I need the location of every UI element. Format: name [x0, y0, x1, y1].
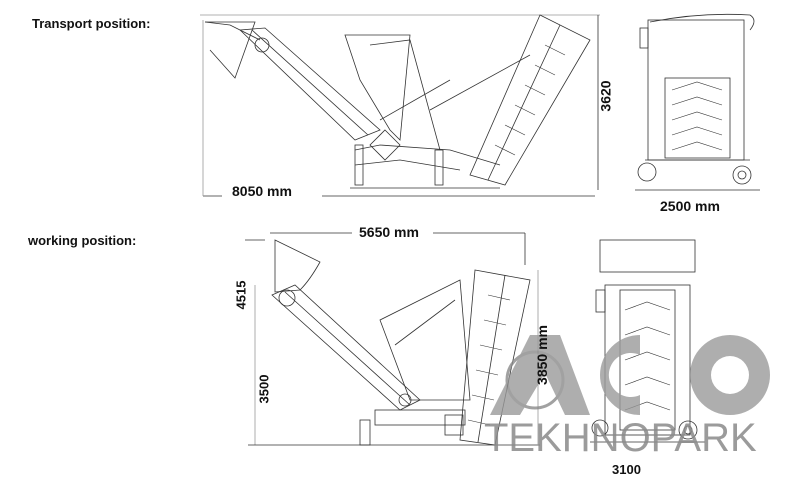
working-position-title: working position:: [28, 233, 137, 248]
working-side-view: [245, 232, 540, 446]
transport-side-view: [200, 14, 600, 197]
working-length-dimension: 5650 mm: [359, 224, 419, 240]
transport-length-dimension: 8050 mm: [232, 183, 292, 199]
watermark-logo: [490, 335, 770, 415]
working-width-dimension: 3100: [612, 462, 641, 477]
total-height-dimension: 4515: [233, 280, 249, 310]
transport-height-dimension: 3620: [597, 80, 614, 112]
transport-position-title: Transport position:: [32, 16, 151, 31]
conveyor-height-dimension: 3850 mm: [533, 325, 550, 385]
discharge-height-dimension: 3500: [256, 374, 272, 404]
working-front-view: [590, 239, 705, 443]
watermark-text: TEKHNOPARK: [484, 416, 757, 460]
transport-front-view: [635, 13, 760, 191]
transport-width-dimension: 2500 mm: [660, 198, 720, 214]
